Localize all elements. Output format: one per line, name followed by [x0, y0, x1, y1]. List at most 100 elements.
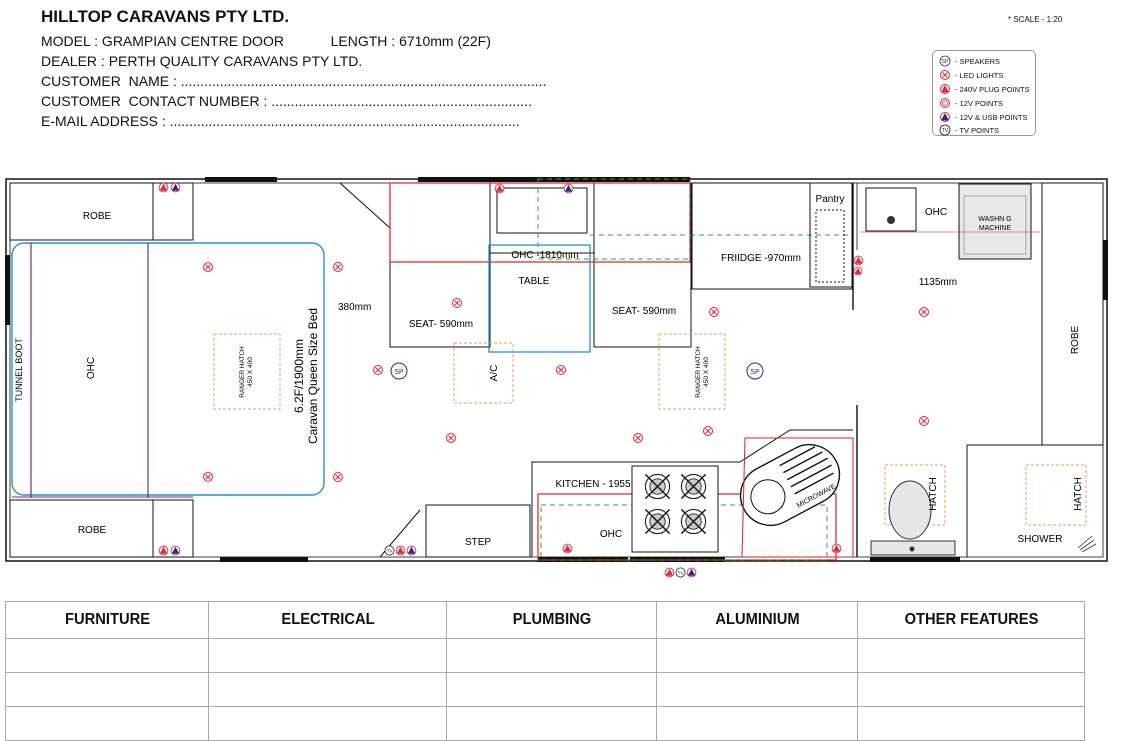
table-row — [5, 638, 1085, 673]
spec-header-row: FURNITURE ELECTRICAL PLUMBING ALUMINIUM … — [6, 601, 1085, 639]
burner-icon — [644, 508, 671, 535]
table-cell[interactable] — [446, 706, 657, 741]
toilet — [888, 480, 932, 540]
table-cell[interactable] — [446, 672, 657, 707]
tunnel-boot-label: TUNNEL BOOT — [14, 338, 24, 402]
header-electrical: ELECTRICAL — [217, 601, 438, 639]
legend-item-240v: - 240V PLUG POINTS — [939, 83, 1030, 95]
ohc-bath-label: OHC — [925, 207, 947, 218]
ohc-dinette — [389, 182, 691, 263]
legend-label: - 240V PLUG POINTS — [955, 84, 1030, 94]
legend: SP - SPEAKERS - LED LIGHTS - 240V PLUG P… — [932, 50, 1036, 136]
led-light-icon — [203, 262, 213, 272]
led-light-icon — [203, 472, 213, 482]
table-cell[interactable] — [656, 672, 858, 707]
240v-plug-point-icon — [853, 255, 864, 266]
bed-size-label: 6.2F/1900mm — [292, 339, 306, 413]
ohc-dinette-label: OHC -1810mm — [511, 250, 578, 261]
table-cell[interactable] — [656, 638, 858, 673]
table-cell[interactable] — [208, 638, 447, 673]
led-light-icon — [333, 262, 343, 272]
svg-text:SP: SP — [750, 369, 760, 376]
240v-plug-point-icon — [940, 84, 950, 94]
12v-usb-point-icon — [406, 545, 417, 556]
shower-hatch — [1025, 464, 1087, 526]
led-light-icon — [703, 426, 713, 436]
seat-right — [593, 182, 692, 348]
led-light-icon — [333, 472, 343, 482]
table-cell[interactable] — [857, 638, 1085, 673]
window — [1103, 240, 1108, 300]
table-row — [5, 672, 1085, 707]
fridge-label: FRIIDGE -970mm — [721, 253, 801, 264]
speaker-icon: SP — [390, 362, 408, 380]
svg-text:RANGER HATCH: RANGER HATCH — [695, 346, 702, 398]
window — [5, 255, 10, 325]
svg-text:TV: TV — [942, 128, 949, 134]
table-label: TABLE — [519, 276, 550, 287]
ac-unit — [453, 342, 514, 404]
customer-contact-line: CUSTOMER CONTACT NUMBER : ..............… — [41, 93, 532, 109]
window — [418, 177, 690, 182]
12v-point-icon — [940, 98, 950, 108]
seat-left-label: SEAT- 590mm — [409, 319, 473, 330]
window — [205, 177, 277, 182]
legend-item-speakers: SP - SPEAKERS — [939, 55, 1000, 67]
table-cell[interactable] — [857, 672, 1085, 707]
speaker-icon: SP — [746, 362, 764, 380]
ranger-hatch — [213, 333, 281, 410]
240v-plug-point-icon — [853, 266, 863, 276]
robe-bottom-left — [9, 499, 154, 558]
legend-label: - 12V & USB POINTS — [955, 112, 1028, 122]
table — [488, 244, 591, 353]
tv-point-icon: TV — [939, 124, 951, 136]
floor-plan: TV ROBE ROBE TUNNEL BOOT OHC RANGER HATC… — [5, 177, 1108, 578]
legend-item-12v: - 12V POINTS — [939, 97, 1003, 109]
window — [870, 557, 960, 562]
table-cell[interactable] — [857, 706, 1085, 741]
window — [220, 557, 308, 562]
table-cell[interactable] — [5, 638, 209, 673]
burner-icon — [680, 508, 707, 535]
step — [425, 504, 531, 558]
legend-label: - TV POINTS — [955, 125, 1000, 135]
scale-note: * SCALE - 1:20 — [1008, 15, 1063, 24]
table-cell[interactable] — [208, 706, 447, 741]
led-light-icon — [452, 298, 462, 308]
basin — [865, 187, 917, 232]
robe-top-left — [9, 182, 154, 241]
legend-label: - 12V POINTS — [955, 98, 1003, 108]
svg-text:450 X 400: 450 X 400 — [703, 357, 710, 387]
customer-name-line: CUSTOMER NAME : ........................… — [41, 73, 547, 89]
240v-plug-point-icon — [494, 183, 505, 194]
led-light-icon — [919, 307, 929, 317]
240v-plug-point-icon — [395, 545, 406, 556]
svg-text:HATCH: HATCH — [928, 477, 939, 511]
legend-label: - SPEAKERS — [955, 56, 1001, 66]
robe-label: ROBE — [78, 525, 107, 536]
seat-right-label: SEAT- 590mm — [612, 306, 676, 317]
header-aluminium: ALUMINIUM — [664, 601, 850, 639]
microwave: MICROWAVE — [739, 443, 841, 527]
table-cell[interactable] — [5, 706, 209, 741]
ranger-hatch — [658, 333, 726, 410]
table-row — [5, 706, 1085, 741]
ohc-label: OHC — [86, 357, 97, 379]
model-line: MODEL : GRAMPIAN CENTRE DOOR LENGTH : 67… — [41, 33, 491, 49]
table-cell[interactable] — [446, 638, 657, 673]
table-cell[interactable] — [656, 706, 858, 741]
robe-right-label: ROBE — [1070, 326, 1081, 355]
svg-text:WASHN G: WASHN G — [978, 216, 1011, 223]
company-title: HILLTOP CARAVANS PTY LTD. — [41, 7, 290, 26]
pantry — [809, 182, 853, 288]
burner-icon — [644, 473, 671, 500]
robe-label: ROBE — [83, 211, 112, 222]
kitchen-label: KITCHEN - 1955 — [555, 479, 630, 490]
table-cell[interactable] — [5, 672, 209, 707]
burner-icon — [680, 473, 707, 500]
svg-text:SP: SP — [942, 59, 949, 65]
12v-usb-point-icon — [170, 545, 181, 556]
table-cell[interactable] — [208, 672, 447, 707]
12v-usb-point-icon — [686, 567, 697, 578]
led-light-icon — [940, 70, 950, 80]
